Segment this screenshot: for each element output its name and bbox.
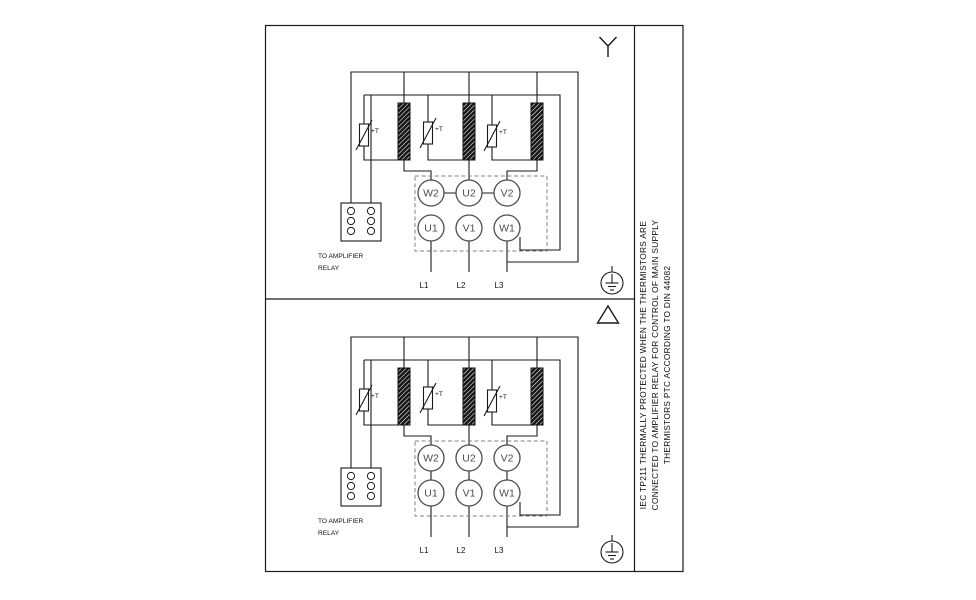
terminal-u1: U1 bbox=[417, 214, 445, 242]
terminal-v1: V1 bbox=[455, 214, 483, 242]
amplifier-relay-connector bbox=[340, 202, 382, 242]
winding-coil-1 bbox=[397, 102, 411, 161]
note-line-1: IEC TP211 THERMALLY PROTECTED WHEN THE T… bbox=[638, 221, 648, 510]
earth-ground-icon bbox=[600, 266, 624, 295]
svg-text:U1: U1 bbox=[424, 488, 438, 500]
terminal-u2: U2 bbox=[455, 444, 483, 472]
terminal-w2: W2 bbox=[417, 179, 445, 207]
thermistor-label: +T bbox=[499, 394, 507, 401]
thermistor-symbol-2: +T bbox=[419, 382, 443, 414]
svg-text:U2: U2 bbox=[462, 188, 476, 200]
supply-label-l1: L1 bbox=[420, 546, 429, 555]
star-connection-icon bbox=[598, 36, 618, 57]
terminal-u2: U2 bbox=[455, 179, 483, 207]
terminal-v2: V2 bbox=[493, 444, 521, 472]
amplifier-relay-connector bbox=[340, 467, 382, 507]
note-line-3: THERMISTORS PTC ACCORDING TO DIN 44082 bbox=[662, 266, 672, 465]
svg-text:V2: V2 bbox=[501, 453, 514, 465]
note-panel: IEC TP211 THERMALLY PROTECTED WHEN THE T… bbox=[638, 220, 672, 511]
supply-label-l1: L1 bbox=[420, 281, 429, 290]
thermistor-symbol-1: +T bbox=[355, 384, 379, 416]
terminal-u1: U1 bbox=[417, 479, 445, 507]
thermistor-symbol-3: +T bbox=[483, 120, 507, 152]
thermistor-symbol-3: +T bbox=[483, 385, 507, 417]
thermistor-label: +T bbox=[371, 393, 379, 400]
terminal-w2: W2 bbox=[417, 444, 445, 472]
thermistor-symbol-2: +T bbox=[419, 117, 443, 149]
delta-section: +T +T +T W2 U2 V2 U1 bbox=[318, 304, 624, 564]
relay-caption-line1: TO AMPLIFIER bbox=[318, 253, 364, 260]
thermistor-label: +T bbox=[435, 126, 443, 133]
star-section: +T +T +T W2 U2 V2 U1 bbox=[318, 36, 624, 295]
winding-coil-3 bbox=[530, 102, 544, 161]
terminal-w1: W1 bbox=[493, 214, 521, 242]
winding-coil-1 bbox=[397, 367, 411, 426]
thermistor-label: +T bbox=[435, 391, 443, 398]
terminal-v2: V2 bbox=[493, 179, 521, 207]
thermistor-symbol-1: +T bbox=[355, 119, 379, 151]
svg-text:W1: W1 bbox=[499, 488, 515, 500]
winding-coil-2 bbox=[462, 102, 476, 161]
supply-label-l2: L2 bbox=[457, 281, 466, 290]
delta-wiring bbox=[350, 336, 579, 537]
winding-coil-3 bbox=[530, 367, 544, 426]
svg-text:W2: W2 bbox=[423, 453, 439, 465]
supply-label-l2: L2 bbox=[457, 546, 466, 555]
thermistor-label: +T bbox=[371, 128, 379, 135]
winding-coil-2 bbox=[462, 367, 476, 426]
star-wiring bbox=[350, 71, 579, 272]
terminal-board-outline bbox=[414, 175, 548, 252]
svg-text:U1: U1 bbox=[424, 223, 438, 235]
terminal-w1: W1 bbox=[493, 479, 521, 507]
svg-text:V2: V2 bbox=[501, 188, 514, 200]
relay-caption-line2: RELAY bbox=[318, 530, 340, 537]
svg-text:V1: V1 bbox=[463, 223, 476, 235]
note-line-2: CONNECTED TO AMPLIFIER RELAY FOR CONTROL… bbox=[650, 220, 660, 511]
earth-ground-icon bbox=[600, 535, 624, 564]
terminal-v1: V1 bbox=[455, 479, 483, 507]
supply-label-l3: L3 bbox=[495, 546, 504, 555]
delta-connection-icon bbox=[596, 304, 620, 324]
relay-caption-line1: TO AMPLIFIER bbox=[318, 518, 364, 525]
svg-text:W1: W1 bbox=[499, 223, 515, 235]
relay-caption-line2: RELAY bbox=[318, 265, 340, 272]
terminal-board-outline bbox=[414, 440, 548, 517]
supply-label-l3: L3 bbox=[495, 281, 504, 290]
delta-bridge-links bbox=[430, 471, 508, 480]
svg-text:W2: W2 bbox=[423, 188, 439, 200]
svg-text:V1: V1 bbox=[463, 488, 476, 500]
svg-text:U2: U2 bbox=[462, 453, 476, 465]
thermistor-label: +T bbox=[499, 129, 507, 136]
